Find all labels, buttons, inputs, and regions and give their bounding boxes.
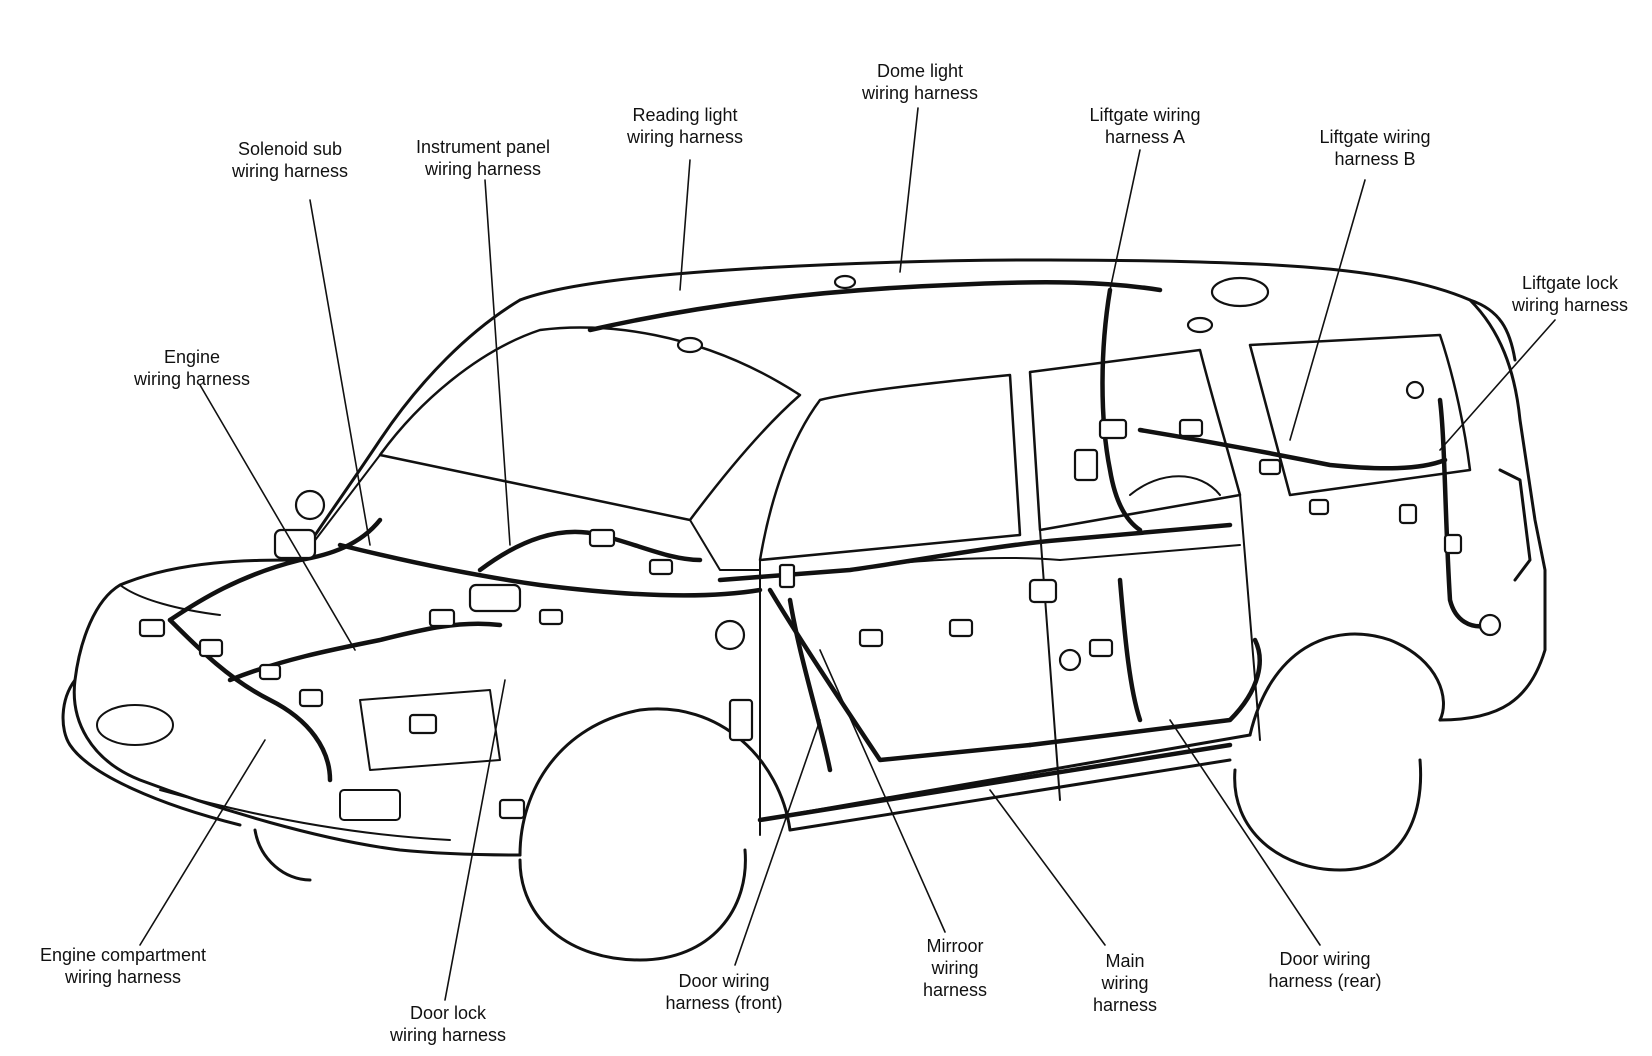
label-solenoid-sub-wiring-harness: Solenoid sub wiring harness	[231, 139, 349, 181]
instrument-panel-run	[337, 542, 763, 598]
wheels	[253, 758, 1423, 962]
roof-harness-run	[587, 280, 1163, 333]
engine-harness-run	[167, 617, 333, 783]
label-liftgate-wiring-harness-b: Liftgate wiring harness B	[1319, 127, 1431, 169]
label-door-lock-wiring-harness: Door lock wiring harness	[389, 1003, 507, 1045]
label-door-wiring-harness-front: Door wiring harness (front)	[665, 971, 783, 1013]
label-reading-light-wiring-harness: Reading light wiring harness	[626, 105, 744, 147]
label-mirror-wiring-harness: Mirroor wiring harness	[922, 936, 988, 1000]
label-engine-wiring-harness: Engine wiring harness	[133, 347, 251, 389]
label-dome-light-wiring-harness: Dome light wiring harness	[861, 61, 979, 103]
front-wheel	[518, 848, 747, 962]
label-main-wiring-harness: Main wiring harness	[1092, 951, 1158, 1015]
windows	[378, 326, 1472, 562]
rear-wheel	[1233, 758, 1423, 872]
main-harness-run	[717, 522, 1233, 583]
leader-lines	[139, 107, 1556, 1001]
label-door-wiring-harness-rear: Door wiring harness (rear)	[1268, 949, 1382, 991]
connectors	[138, 274, 1502, 820]
label-liftgate-lock-wiring-harness: Liftgate lock wiring harness	[1511, 273, 1629, 315]
label-liftgate-wiring-harness-a: Liftgate wiring harness A	[1089, 105, 1201, 147]
label-engine-compartment-wiring-harness: Engine compartment wiring harness	[39, 945, 207, 987]
label-instrument-panel-wiring-harness: Instrument panel wiring harness	[415, 137, 551, 179]
wiring-harness-runs	[167, 280, 1493, 823]
